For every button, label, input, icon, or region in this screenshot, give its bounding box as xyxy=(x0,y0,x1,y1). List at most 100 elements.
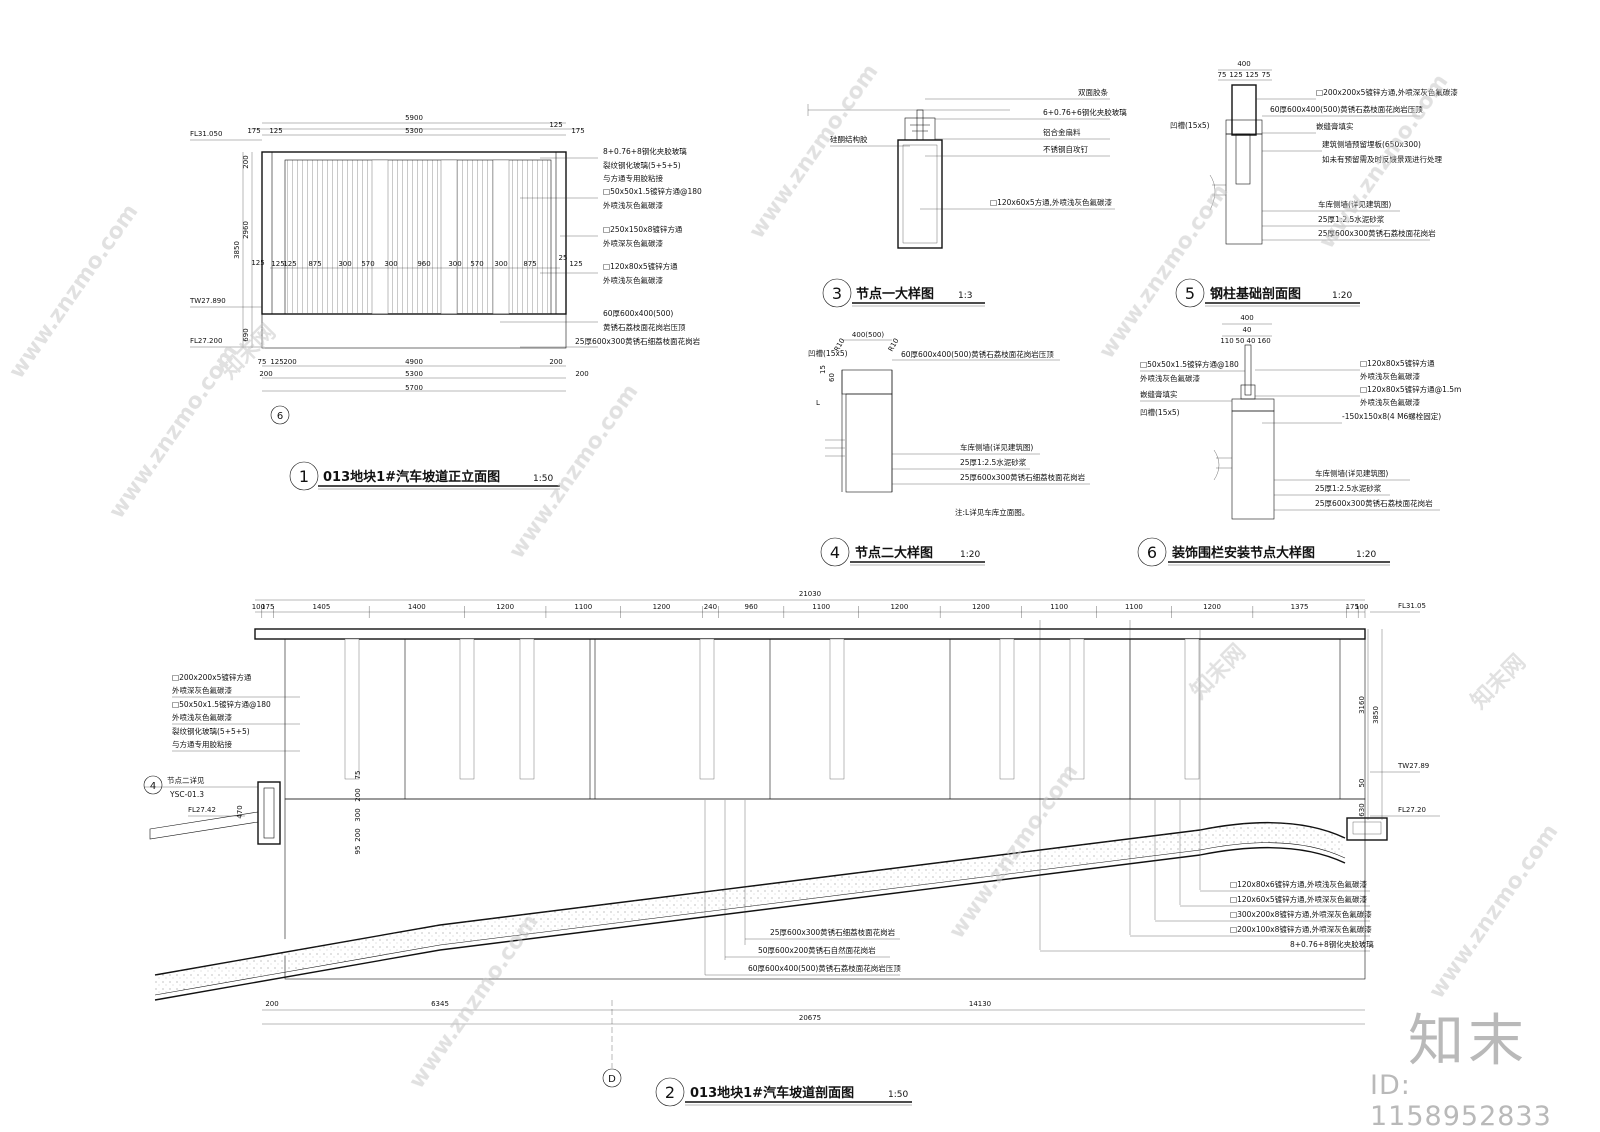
v6-note: 车库侧墙(详见建筑图) xyxy=(1315,468,1388,478)
v5-note: 60厚600x400(500)黄锈石荔枝面花岗岩压顶 xyxy=(1270,104,1423,114)
v1-note: 25厚600x300黄锈石细荔枝面花岗岩 xyxy=(575,336,701,346)
v2-mid-dim: 95 xyxy=(354,846,362,855)
v2-top-dim: 1100 xyxy=(1125,603,1143,611)
v2-panel-strip xyxy=(1069,638,1085,780)
v5-title-bubble xyxy=(1175,278,1205,308)
v3-note: 不锈钢自攻钉 xyxy=(1043,144,1088,154)
v2-detail-ref-label: 节点二详见 xyxy=(167,775,205,785)
v2-panel-strip xyxy=(459,638,475,780)
v6-note: 25厚600x300黄锈石荔枝面花岗岩 xyxy=(1315,498,1433,508)
v2-top-dim: 1200 xyxy=(972,603,990,611)
v1-note: 外喷深灰色氟碳漆 xyxy=(603,238,663,248)
v1-dim: 200 xyxy=(549,358,562,366)
v1-title-bubble xyxy=(289,461,319,491)
v2-top-dim: 240 xyxy=(704,603,717,611)
v2-left-node xyxy=(257,781,281,845)
v1-dim: 125 xyxy=(270,358,283,366)
v2-mid-dim: 75 xyxy=(354,771,362,780)
v1-dim-5900: 5900 xyxy=(405,114,423,122)
v2-left-note: 裂纹钢化玻璃(5+5+5) xyxy=(172,726,250,736)
v2-title-bubble xyxy=(655,1077,685,1107)
image-id: ID: 1158952833 xyxy=(1370,1070,1552,1132)
v2-left-level: FL27.42 xyxy=(188,806,216,814)
v1-note: 外喷浅灰色氟碳漆 xyxy=(603,275,663,285)
v2-right-note: □300x200x8镀锌方通,外喷深灰色氟碳漆 xyxy=(1230,909,1372,919)
v2-bottom-dim: 6345 xyxy=(431,1000,449,1008)
view5-column-foundation: 400 75 125 125 75 凹槽(15x5) □200x200x5镀锌方… xyxy=(1170,60,1458,308)
v2-top-dim: 1200 xyxy=(496,603,514,611)
view3-node1-detail: 双面胶条 6+0.76+6钢化夹胶玻璃 铝合金扇料 不锈钢自攻钉 □120x60… xyxy=(807,87,1127,308)
v2-top-dim: 1200 xyxy=(890,603,908,611)
v6-note: □120x80x5镀锌方通@1.5m xyxy=(1360,384,1461,394)
v4-number: 4 xyxy=(830,543,840,562)
v1-dim: 690 xyxy=(242,328,250,341)
v6-note: 外喷浅灰色氟碳漆 xyxy=(1360,397,1420,407)
v2-right-dim: 50 xyxy=(1358,779,1366,788)
v4-left-label: 60 xyxy=(828,373,836,382)
v6-note: 外喷浅灰色氟碳漆 xyxy=(1360,371,1420,381)
v2-detail-ref-bubble xyxy=(143,775,163,795)
v2-mid-dim: 200 xyxy=(354,828,362,841)
v2-panel-strip xyxy=(829,638,845,780)
v2-mid-dim: 200 xyxy=(354,788,362,801)
v2-left-note: 与方通专用胶粘接 xyxy=(172,739,232,749)
v5-title: 钢柱基础剖面图 xyxy=(1210,286,1301,302)
v1-note: 60厚600x400(500) xyxy=(603,309,673,318)
v2-top-dim: 1405 xyxy=(313,603,331,611)
v1-panel-dim: 300 xyxy=(338,260,351,268)
v6-left-note: 嵌缝膏填实 xyxy=(1140,389,1178,399)
v1-panel-dim: 300 xyxy=(448,260,461,268)
v1-panel-dim: 875 xyxy=(523,260,536,268)
v5-note: 建筑侧墙预留埋板(650x300) xyxy=(1322,139,1421,149)
v1-dim: 5700 xyxy=(405,384,423,392)
v2-title: 013地块1#汽车坡道剖面图 xyxy=(690,1085,854,1101)
v2-level-fl27: FL27.20 xyxy=(1398,806,1426,814)
v1-note: 黄锈石荔枝面花岗岩压顶 xyxy=(603,322,686,332)
v1-note: □120x80x5镀锌方通 xyxy=(603,261,678,271)
v1-panel-dim: 960 xyxy=(417,260,430,268)
watermark-url: www.znzmo.com xyxy=(744,60,883,244)
v1-dim: 3850 xyxy=(233,241,241,259)
v6-dim: 40 xyxy=(1243,326,1252,334)
v6-note: □120x80x5镀锌方通 xyxy=(1360,358,1435,368)
v1-panel-dim: 25 xyxy=(559,254,568,262)
v2-detail-ref-num: 4 xyxy=(150,781,156,792)
v2-left-note: □50x50x1.5镀锌方通@180 xyxy=(172,699,271,709)
v4-note: 60厚600x400(500)黄锈石荔枝面花岗岩压顶 xyxy=(901,349,1054,359)
v1-scale: 1:50 xyxy=(533,474,553,484)
v2-top-dim: 1375 xyxy=(1291,603,1309,611)
v1-dim: 125 xyxy=(269,127,282,135)
glass-bar-infill xyxy=(284,159,552,315)
v2-top-dim: 100 xyxy=(252,603,265,611)
v6-dim: 110 xyxy=(1220,337,1233,345)
v2-right-dim: 3160 xyxy=(1358,696,1366,714)
v3-note: □120x60x5方通,外喷浅灰色氟碳漆 xyxy=(990,197,1112,207)
v1-grid-label: 6 xyxy=(277,411,283,422)
v5-left-label: 凹槽(15x5) xyxy=(1170,120,1210,130)
v3-note: 铝合金扇料 xyxy=(1043,127,1081,137)
v2-total-dim: 21030 xyxy=(799,590,821,598)
v1-panel-dim: 125 xyxy=(569,260,582,268)
v2-panel-strips xyxy=(344,638,1341,799)
v2-scale: 1:50 xyxy=(888,1090,908,1100)
v3-title-bubble xyxy=(822,278,852,308)
v1-dim: 200 xyxy=(283,358,296,366)
v2-bottom-dim: 200 xyxy=(265,1000,278,1008)
v1-dim: 175 xyxy=(247,127,260,135)
v4-left-label: 15 xyxy=(819,365,827,374)
v6-title: 装饰围栏安装节点大样图 xyxy=(1171,545,1315,561)
v5-number: 5 xyxy=(1185,284,1195,303)
v2-right-note: □120x60x5镀锌方通,外喷深灰色氟碳漆 xyxy=(1230,894,1367,904)
v6-dim: 50 xyxy=(1236,337,1245,345)
v2-bottom-dim: 14130 xyxy=(969,1000,991,1008)
v4-title: 节点二大样图 xyxy=(855,545,933,561)
v1-note: 裂纹钢化玻璃(5+5+5) xyxy=(603,160,681,170)
v1-panel-dim: 300 xyxy=(384,260,397,268)
v2-top-dim: 1100 xyxy=(1050,603,1068,611)
v1-note: 与方通专用胶粘接 xyxy=(603,173,663,183)
v4-left-label: 凹槽(15x5) xyxy=(808,348,848,358)
watermark-url: www.znzmo.com xyxy=(1094,180,1233,364)
